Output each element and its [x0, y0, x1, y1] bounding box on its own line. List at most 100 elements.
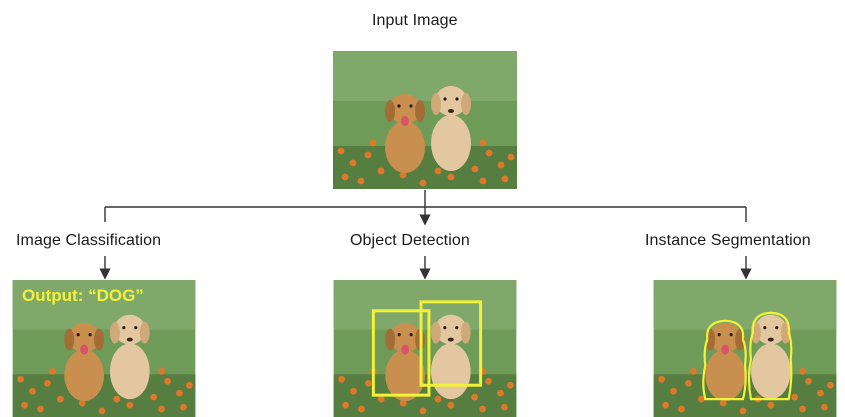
- blurred-background: [12, 280, 196, 330]
- right-dog-nose: [767, 337, 774, 342]
- flower: [350, 387, 357, 395]
- flower: [358, 405, 365, 413]
- flower: [180, 403, 187, 411]
- flower: [126, 401, 134, 409]
- left-dog-ear: [385, 328, 396, 351]
- left-dog-eye: [409, 333, 413, 337]
- flower: [817, 389, 824, 397]
- right-dog-eye: [763, 326, 767, 330]
- left-dog-head: [389, 322, 422, 353]
- flower: [685, 379, 692, 387]
- flower: [471, 393, 479, 401]
- flower: [113, 395, 121, 403]
- branch-label-detection: Object Detection: [350, 232, 470, 249]
- right-dog-head: [754, 314, 787, 345]
- right-dog-nose: [126, 337, 133, 342]
- flower: [377, 395, 385, 403]
- flower: [364, 151, 372, 159]
- left-dog-ear: [415, 100, 425, 122]
- left-dog-tongue: [401, 344, 410, 355]
- left-dog-eye: [409, 104, 413, 108]
- left-dog-body: [385, 349, 425, 402]
- flower: [697, 395, 705, 403]
- left-dog-eye: [88, 333, 92, 337]
- flower: [507, 381, 514, 389]
- mask-outline-right-dog: [747, 311, 793, 401]
- flower: [501, 403, 508, 411]
- flower: [447, 401, 455, 409]
- mask-outline-left-dog: [702, 319, 747, 401]
- flower: [21, 401, 28, 409]
- segmentation-photo: [653, 280, 837, 417]
- segmentation-overlay: [702, 311, 793, 401]
- left-dog-ear: [385, 100, 395, 122]
- flower: [338, 375, 345, 383]
- flower: [507, 153, 515, 161]
- left-dog-eye: [729, 333, 733, 337]
- flower: [349, 159, 357, 167]
- right-dog-head: [434, 314, 467, 345]
- flower: [739, 407, 747, 415]
- flower: [497, 389, 504, 397]
- flower: [419, 407, 427, 415]
- puppy-scene: [333, 51, 517, 189]
- detection-overlay: [371, 300, 483, 397]
- puppy-scene: [12, 280, 196, 417]
- flower: [29, 387, 36, 395]
- flower: [662, 401, 669, 409]
- flower: [678, 405, 685, 413]
- detection-photo: [333, 280, 517, 417]
- classification-photo: Output: “DOG”: [12, 280, 196, 417]
- right-dog-eye: [455, 326, 459, 330]
- right-dog-eye: [134, 326, 138, 330]
- flower: [791, 393, 799, 401]
- right-dog-ear: [430, 321, 441, 344]
- right-dog-head: [435, 86, 467, 116]
- flower: [337, 147, 345, 155]
- left-dog-head: [389, 94, 421, 124]
- input-image-title: Input Image: [372, 12, 458, 29]
- flower: [342, 401, 349, 409]
- left-dog-tongue: [401, 116, 409, 126]
- flower: [471, 165, 479, 173]
- flower: [365, 379, 372, 387]
- flower: [485, 377, 492, 385]
- flower: [357, 177, 365, 185]
- flower: [719, 399, 727, 407]
- right-dog-eye: [443, 97, 447, 101]
- flower: [799, 367, 806, 375]
- right-dog-head: [113, 314, 146, 345]
- flower: [56, 395, 64, 403]
- flower: [399, 399, 407, 407]
- right-dog-body: [109, 343, 150, 400]
- blurred-background: [653, 280, 837, 330]
- right-dog-ear: [139, 321, 150, 344]
- left-dog-eye: [397, 333, 401, 337]
- bounding-box-right-dog: [419, 300, 483, 387]
- branch-label-classification: Image Classification: [16, 232, 162, 249]
- right-dog-nose: [448, 109, 454, 113]
- flower: [150, 393, 158, 401]
- flower: [805, 377, 812, 385]
- flower: [447, 173, 455, 181]
- right-dog-ear: [431, 93, 441, 115]
- flower: [434, 167, 442, 175]
- left-dog-body: [64, 349, 104, 402]
- flower: [479, 139, 487, 147]
- flower: [827, 381, 834, 389]
- left-dog-head: [68, 322, 101, 353]
- left-dog-eye: [397, 104, 401, 108]
- flower: [497, 161, 505, 169]
- right-dog-eye: [775, 326, 779, 330]
- left-dog-head: [709, 322, 742, 353]
- flower: [377, 167, 385, 175]
- flower: [479, 405, 486, 413]
- right-dog-eye: [122, 326, 126, 330]
- right-dog-eye: [455, 97, 459, 101]
- input-photo: [333, 51, 517, 189]
- left-dog-eye: [717, 333, 721, 337]
- flower: [658, 375, 665, 383]
- branch-label-segmentation: Instance Segmentation: [645, 232, 811, 249]
- right-dog-ear: [461, 93, 471, 115]
